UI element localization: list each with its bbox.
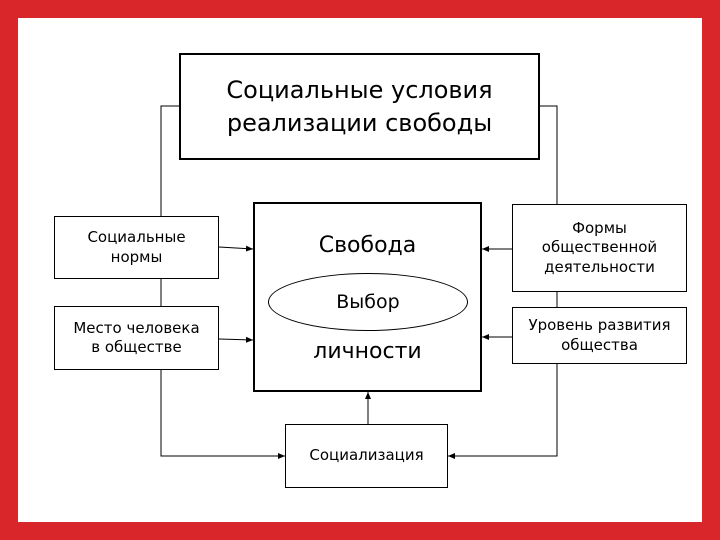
arrow-place-to-center	[218, 336, 254, 343]
activity-forms-box: Формы общественной деятельности	[512, 204, 687, 292]
place-in-society-box: Место человека в обществе	[54, 306, 219, 370]
title-label: Социальные условия реализации свободы	[226, 76, 493, 137]
center-top-word: Свобода	[318, 233, 417, 258]
center-bottom-word: личности	[313, 339, 422, 364]
socialization-box: Социализация	[285, 424, 448, 488]
left-bus-line	[160, 105, 285, 459]
title-box: Социальные условия реализации свободы	[179, 53, 540, 160]
social-norms-box: Социальные нормы	[54, 216, 219, 279]
choice-ellipse: Выбор	[268, 273, 468, 331]
center-box: Свобода Выбор личности	[253, 202, 482, 392]
development-level-box: Уровень развития общества	[512, 307, 687, 364]
social-norms-label: Социальные нормы	[87, 228, 186, 266]
activity-forms-label: Формы общественной деятельности	[541, 218, 658, 276]
arrow-norms-to-center	[218, 245, 254, 252]
place-in-society-label: Место человека в обществе	[73, 318, 200, 357]
development-level-label: Уровень развития общества	[528, 316, 671, 354]
ellipse-label: Выбор	[336, 290, 400, 313]
socialization-label: Социализация	[309, 446, 424, 465]
